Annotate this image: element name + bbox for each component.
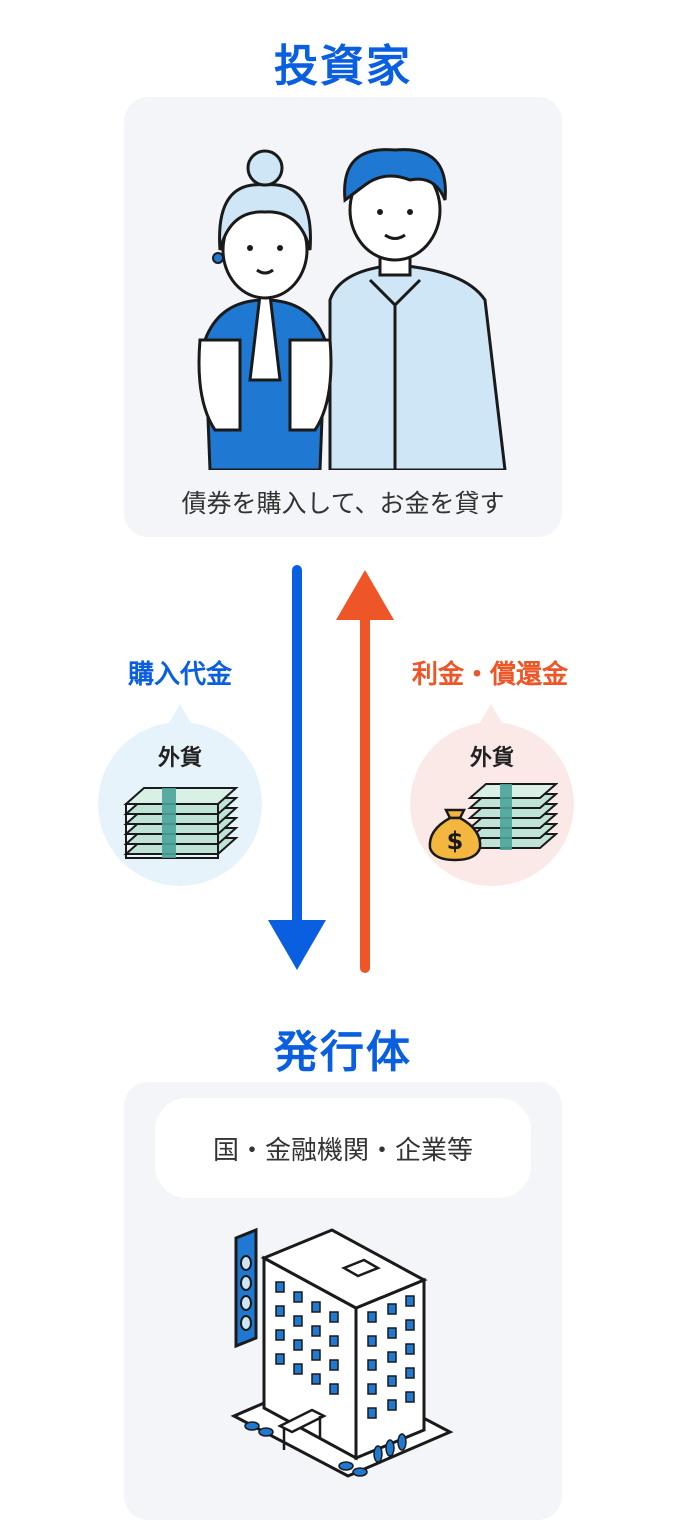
investor-title: 投資家: [274, 41, 412, 92]
bubble-tail-right: [478, 704, 504, 726]
money-bag-dollar-icon: $: [428, 808, 482, 862]
purchase-price-label: 購入代金: [127, 660, 232, 690]
banknote-stack-icon: [123, 787, 239, 859]
arrow-down-icon: [268, 565, 326, 970]
foreign-currency-label-left: 外貨: [157, 746, 202, 771]
office-building-illustration: [230, 1227, 454, 1478]
bubble-tail-left: [167, 704, 193, 726]
svg-text:$: $: [447, 827, 464, 855]
banknote-stack-icon: [467, 783, 558, 850]
flow-arrows: [268, 565, 394, 973]
interest-redemption-label: 利金・償還金: [411, 660, 568, 690]
issuer-title: 発行体: [274, 1027, 412, 1078]
investor-couple-illustration: [197, 148, 507, 470]
arrow-up-icon: [336, 570, 394, 973]
foreign-currency-label-right: 外貨: [469, 746, 514, 771]
issuer-entities: 国・金融機関・企業等: [155, 1098, 531, 1198]
investor-caption: 債券を購入して、お金を貸す: [181, 489, 505, 518]
